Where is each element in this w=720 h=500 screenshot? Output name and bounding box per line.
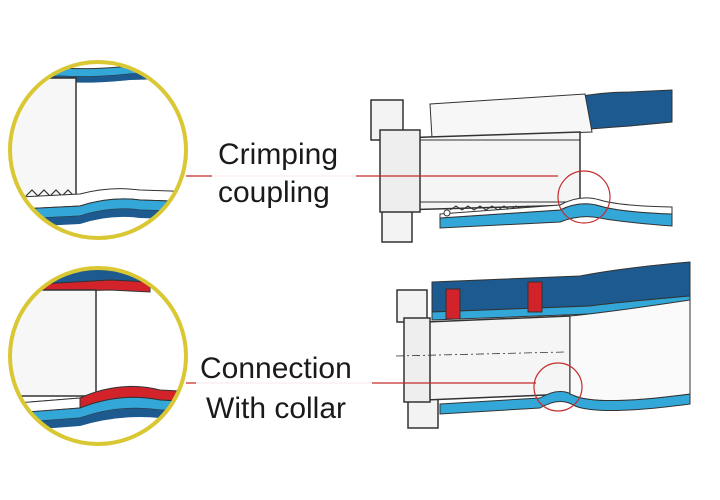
threaded-nut-2 bbox=[396, 289, 428, 323]
magnifier-crimping bbox=[8, 60, 188, 240]
coupling-body-2 bbox=[425, 315, 571, 401]
ferrule-body bbox=[397, 131, 581, 211]
collar-band-left bbox=[445, 288, 461, 320]
circle-magnifier-2 bbox=[8, 266, 188, 446]
circle-magnifier bbox=[8, 60, 188, 240]
label-collar-line1: Connection bbox=[200, 352, 352, 385]
collar-band-right bbox=[527, 281, 543, 313]
coupling-flange-2 bbox=[403, 317, 431, 403]
coupling-flange bbox=[379, 129, 421, 213]
red-circle-marker bbox=[557, 170, 611, 224]
collar-coupling-assembly bbox=[395, 261, 691, 429]
label-crimping-line2: coupling bbox=[218, 176, 330, 209]
hose-outer-bottom-2 bbox=[439, 391, 691, 415]
label-crimping-line1: Crimping bbox=[218, 138, 338, 171]
crimping-coupling-assembly bbox=[370, 89, 673, 243]
magnifier-collar bbox=[8, 266, 188, 446]
label-collar-line2: With collar bbox=[206, 392, 346, 425]
red-circle-marker-2 bbox=[533, 362, 583, 412]
hose-inner-top bbox=[429, 93, 593, 139]
